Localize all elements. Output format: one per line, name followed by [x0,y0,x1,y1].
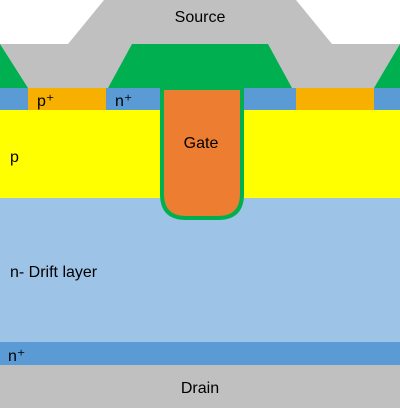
n-plus-region-left-edge [0,88,28,110]
p-plus-region-right [296,88,374,110]
n-plus-region-right-edge [374,88,400,110]
n-plus-region-left [106,88,164,110]
oxide-left-corner [0,44,28,88]
p-plus-label: p⁺ [37,93,54,110]
drift-layer-region [0,198,400,342]
p-body-label: p [10,149,19,166]
p-plus-region-left [28,88,106,110]
drain-label: Drain [181,380,219,397]
n-plus-top-label: n⁺ [115,93,132,110]
drift-layer-label: n- Drift layer [10,264,98,281]
gate-label: Gate [184,135,219,152]
gate-oxide-cap [108,44,292,88]
n-plus-region-right [240,88,296,110]
gate-trench [160,86,244,220]
source-label: Source [175,9,226,26]
oxide-right-corner [374,44,400,88]
drain-region [0,365,400,408]
n-plus-substrate-layer [0,342,400,365]
n-plus-bottom-label: n⁺ [8,348,25,365]
